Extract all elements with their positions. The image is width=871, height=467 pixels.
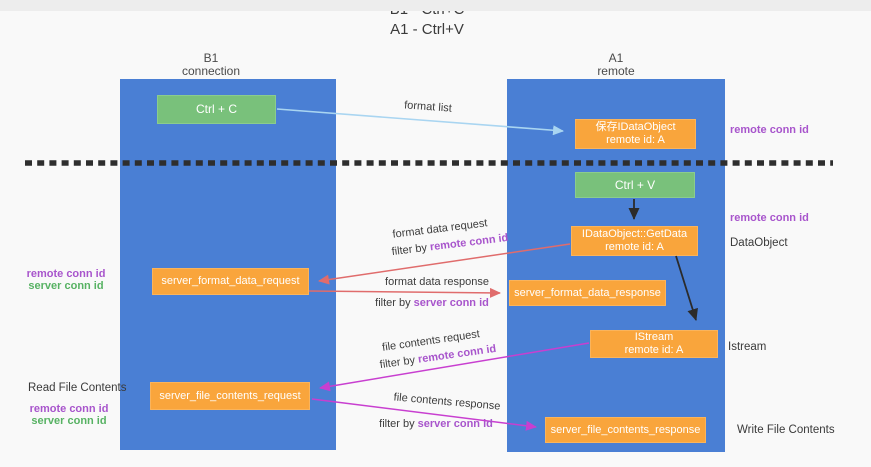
server-format-data-request-label: server_format_data_request — [161, 275, 300, 287]
file-contents-response-filter-label: filter by server conn id — [379, 418, 493, 430]
read-file-contents-annotation: Read File Contents — [28, 382, 127, 394]
right-column-role: remote — [597, 64, 635, 78]
server-file-contents-response-label: server_file_contents_response — [550, 423, 701, 436]
getdata-line1: IDataObject::GetData — [581, 228, 688, 240]
server-conn-id-annotation-left-bottom: server conn id — [31, 415, 107, 427]
dataobject-annotation: DataObject — [730, 237, 788, 249]
istream-annotation: Istream — [728, 341, 767, 353]
remote-conn-id-annotation-left-bottom: remote conn id — [29, 403, 109, 415]
getdata-box: IDataObject::GetData remote id: A — [571, 226, 698, 256]
server-format-data-request-box: server_format_data_request — [152, 268, 309, 295]
filter-by-text: filter by — [391, 241, 431, 259]
ctrl-c-label: Ctrl + C — [195, 102, 237, 116]
server-file-contents-request-box: server_file_contents_request — [150, 382, 310, 410]
title-line-a1: A1 - Ctrl+V — [390, 21, 464, 38]
ctrl-v-label: Ctrl + V — [614, 177, 656, 192]
write-file-contents-annotation: Write File Contents — [737, 424, 835, 436]
format-data-response-arrow — [308, 287, 501, 298]
server-file-contents-request-label: server_file_contents_request — [159, 389, 301, 402]
left-column-header: B1 connection — [151, 52, 271, 78]
bottom-edge-strip — [0, 0, 871, 11]
getdata-line2: remote id: A — [605, 241, 664, 253]
server-conn-id-text: server conn id — [413, 297, 489, 309]
format-list-label: format list — [403, 99, 453, 115]
save-dataobject-box: 保存IDataObject remote id: A — [575, 119, 696, 149]
server-file-contents-response-box: server_file_contents_response — [545, 417, 706, 443]
filter-by-text: filter by — [375, 297, 414, 309]
remote-conn-id-text: remote conn id — [429, 231, 509, 254]
left-conn-ids-bottom: remote conn id server conn id — [28, 403, 110, 427]
istream-line2: remote id: A — [624, 344, 684, 356]
right-column-name: A1 — [608, 51, 624, 65]
istream-line1: IStream — [634, 331, 674, 343]
format-data-response-filter-label: filter by server conn id — [375, 297, 489, 309]
save-dataobject-line1: 保存IDataObject — [595, 121, 676, 133]
save-dataobject-line2: remote id: A — [606, 134, 665, 146]
server-format-data-response-label: server_format_data_response — [514, 286, 661, 299]
ctrl-c-box: Ctrl + C — [157, 95, 276, 124]
file-contents-response-label: file contents response — [393, 391, 501, 413]
remote-conn-id-annotation-top: remote conn id — [730, 124, 809, 136]
left-column-role: connection — [181, 64, 241, 78]
left-column-name: B1 — [203, 51, 219, 65]
istream-box: IStream remote id: A — [590, 330, 718, 358]
remote-conn-id-annotation-mid: remote conn id — [730, 212, 809, 224]
filter-by-text: filter by — [379, 353, 419, 372]
server-format-data-response-box: server_format_data_response — [509, 280, 666, 306]
ctrl-v-box: Ctrl + V — [575, 172, 695, 198]
server-conn-id-text: server conn id — [417, 418, 493, 430]
server-conn-id-annotation-left: server conn id — [28, 280, 104, 292]
left-conn-ids-top: remote conn id server conn id — [25, 268, 107, 292]
remote-conn-id-annotation-left: remote conn id — [26, 268, 106, 280]
right-column-header: A1 remote — [507, 52, 725, 78]
filter-by-text: filter by — [379, 418, 418, 430]
format-data-response-label: format data response — [385, 276, 489, 288]
